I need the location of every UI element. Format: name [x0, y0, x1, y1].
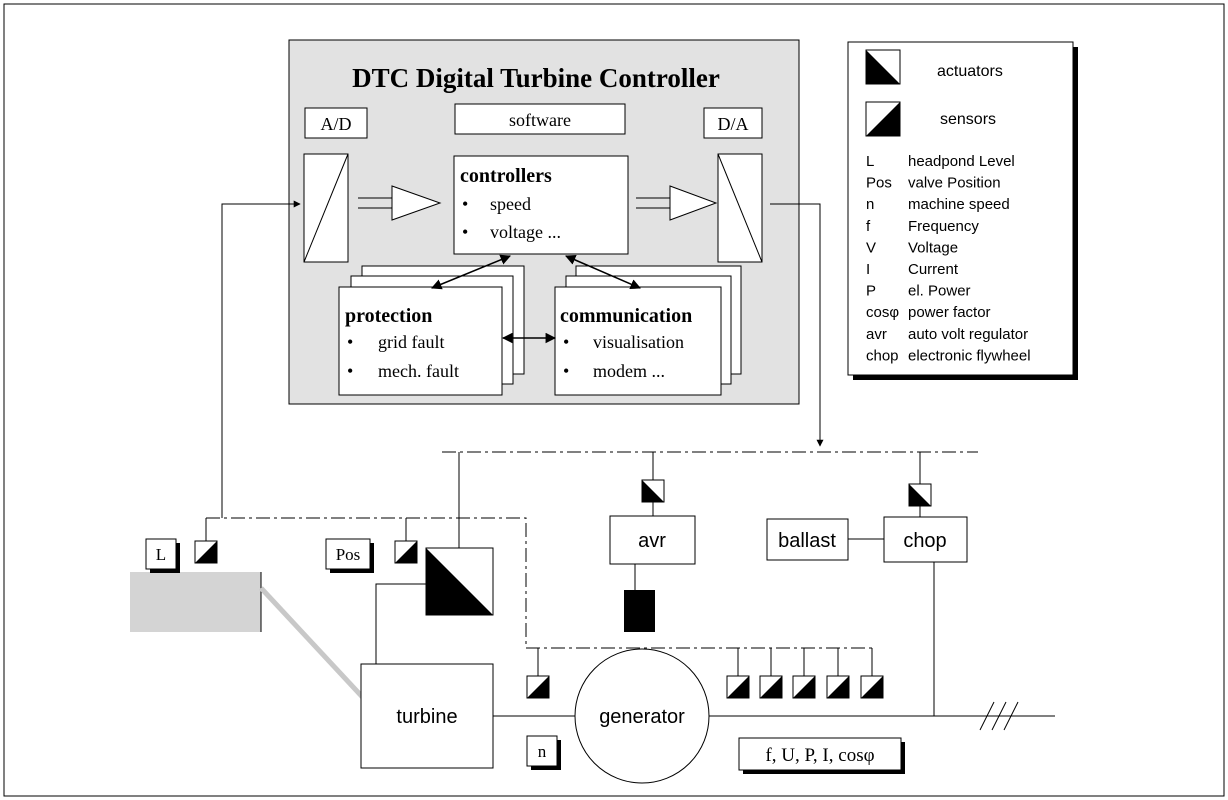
- level-tag: L: [156, 545, 166, 564]
- controllers-item-voltage: voltage ...: [490, 222, 561, 242]
- communication-bullet-1: •: [563, 332, 569, 352]
- legend-abbr: P: [866, 283, 876, 300]
- avr-box: [609, 515, 696, 565]
- da-label-box: [703, 107, 763, 139]
- legend-description: Frequency: [908, 218, 979, 235]
- ad-label: A/D: [321, 114, 352, 134]
- legend-description: machine speed: [908, 196, 1010, 213]
- turbine-box: [360, 663, 494, 769]
- chop-label: chop: [903, 530, 946, 552]
- controllers-box: [453, 155, 629, 255]
- da-converter-diagonal: [717, 153, 763, 263]
- electrical-sensor-icon-2: [759, 675, 783, 699]
- communication-title: communication: [560, 305, 692, 327]
- legend-description: Voltage: [908, 239, 958, 256]
- legend-abbr: f: [866, 218, 871, 235]
- protection-title: protection: [345, 305, 432, 327]
- speed-tag-box: [526, 735, 558, 767]
- measures-tag: f, U, P, I, cosφ: [765, 745, 874, 766]
- turbine-label: turbine: [396, 706, 457, 728]
- legend-abbr: V: [866, 239, 876, 256]
- legend-description: electronic flywheel: [908, 347, 1031, 364]
- headpond-tank: [130, 572, 261, 632]
- pos-tag: Pos: [336, 545, 361, 564]
- exciter-block: [624, 590, 655, 632]
- da-label: D/A: [718, 114, 749, 134]
- arrow-controllers-protection: [431, 254, 511, 290]
- protection-bullet-1: •: [347, 332, 353, 352]
- generator-circle: [574, 648, 710, 784]
- controllers-bullet-2: •: [462, 222, 468, 242]
- pos-tag-box: [325, 538, 371, 570]
- communication-item-visualisation: visualisation: [593, 332, 684, 352]
- software-label: software: [509, 110, 571, 130]
- electrical-sensor-icon-5: [860, 675, 884, 699]
- electrical-sensor-icon-4: [826, 675, 850, 699]
- legend-abbr: cosφ: [866, 304, 899, 321]
- legend-description: Current: [908, 261, 959, 278]
- sensor-bus-line: [206, 517, 872, 649]
- input-signal-line: [221, 200, 301, 518]
- speed-sensor-icon: [526, 675, 550, 699]
- measures-tag-box: [738, 737, 902, 771]
- chop-box: [883, 516, 968, 563]
- protection-bullet-2: •: [347, 361, 353, 381]
- ballast-label: ballast: [778, 530, 836, 552]
- three-phase-marker-icon: [979, 701, 1019, 731]
- output-signal-line: [770, 203, 824, 447]
- legend-description: power factor: [908, 304, 991, 321]
- controllers-item-speed: speed: [490, 194, 531, 214]
- plant: L Pos avr chop ballast: [130, 479, 1055, 784]
- bus-arrow-output: [636, 185, 718, 221]
- chop-actuator-icon: [908, 483, 932, 507]
- legend-sensor-symbol: [865, 101, 901, 137]
- legend-abbr: L: [866, 153, 874, 170]
- bus-arrow-input: [358, 185, 442, 221]
- valve-actuator-icon: [425, 547, 494, 616]
- arrow-controllers-communication: [565, 254, 641, 290]
- legend-actuator-symbol: [865, 49, 901, 85]
- avr-actuator-icon: [641, 479, 665, 503]
- legend-description: headpond Level: [908, 153, 1015, 170]
- legend-abbr: chop: [866, 347, 899, 364]
- protection-box: [338, 286, 503, 396]
- ad-label-box: [304, 107, 368, 139]
- penstock-pipe: [259, 586, 370, 705]
- avr-label: avr: [638, 530, 666, 552]
- level-sensor-icon: [194, 540, 218, 564]
- controller-panel: DTC Digital Turbine Controller A/D softw…: [288, 39, 800, 405]
- electrical-sensor-icon-1: [726, 675, 750, 699]
- legend-abbr: avr: [866, 326, 887, 343]
- legend-sensors-label: sensors: [940, 111, 996, 128]
- legend-actuators-label: actuators: [937, 63, 1003, 80]
- ballast-box: [766, 518, 849, 561]
- generator-label: generator: [599, 706, 685, 728]
- signal-lines: [205, 200, 978, 676]
- legend-abbr: I: [866, 261, 870, 278]
- software-label-box: [454, 103, 626, 135]
- communication-bullet-2: •: [563, 361, 569, 381]
- electrical-sensor-icon-3: [792, 675, 816, 699]
- legend-description: valve Position: [908, 175, 1001, 192]
- communication-item-modem: modem ...: [593, 361, 665, 381]
- controller-title: DTC Digital Turbine Controller: [352, 63, 720, 93]
- legend-description: el. Power: [908, 283, 971, 300]
- ad-converter-diagonal: [303, 153, 349, 263]
- controllers-bullet-1: •: [462, 194, 468, 214]
- level-tag-box: [145, 538, 177, 570]
- speed-tag: n: [538, 742, 547, 761]
- legend-abbr: Pos: [866, 175, 892, 192]
- legend-abbr: n: [866, 196, 874, 213]
- legend-description: auto volt regulator: [908, 326, 1028, 343]
- protection-item-grid-fault: grid fault: [378, 332, 444, 352]
- legend-box: [847, 41, 1074, 376]
- pos-sensor-icon: [394, 540, 418, 564]
- protection-item-mech-fault: mech. fault: [378, 361, 459, 381]
- valve-link-line: [375, 583, 426, 664]
- controllers-title: controllers: [460, 165, 552, 187]
